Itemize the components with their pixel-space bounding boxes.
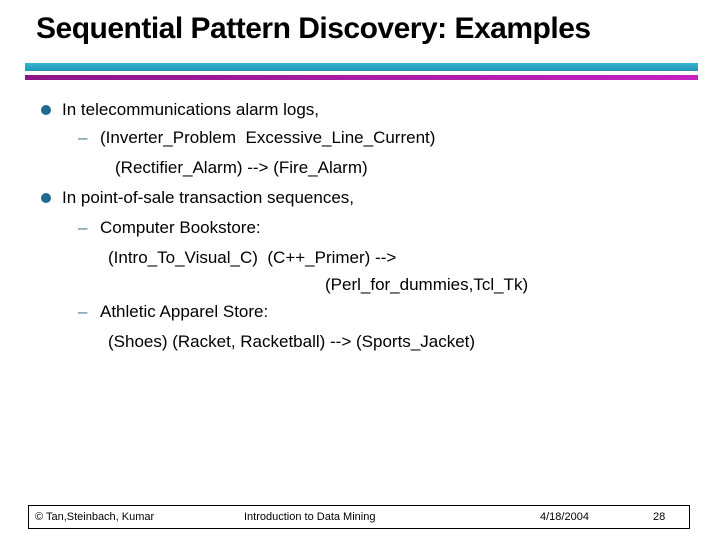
- footer-copyright: © Tan,Steinbach, Kumar: [35, 511, 155, 523]
- dash-bullet-icon: –: [78, 218, 88, 237]
- footer-book-title: Introduction to Data Mining: [244, 511, 376, 523]
- divider-line-purple: [25, 75, 698, 80]
- sub-item-continuation: (Shoes) (Racket, Racketball) --> (Sports…: [108, 332, 476, 351]
- dash-bullet-icon: –: [78, 128, 88, 147]
- dash-bullet-icon: –: [78, 302, 88, 321]
- divider-line-cyan: [25, 63, 698, 71]
- sub-item-continuation: (Perl_for_dummies,Tcl_Tk): [325, 275, 529, 294]
- bullet-text: In telecommunications alarm logs,: [62, 100, 320, 119]
- footer-page-number: 28: [653, 511, 666, 523]
- footer-bar: © Tan,Steinbach, Kumar Introduction to D…: [28, 505, 690, 529]
- slide-title: Sequential Pattern Discovery: Examples: [36, 12, 591, 45]
- bullet-icon: [41, 193, 51, 203]
- bullet-text: In point-of-sale transaction sequences,: [62, 188, 355, 207]
- sub-item-text: Athletic Apparel Store:: [100, 302, 269, 321]
- bullet-icon: [41, 105, 51, 115]
- sub-item-text: (Inverter_Problem Excessive_Line_Current…: [100, 128, 436, 147]
- sub-item-continuation: (Intro_To_Visual_C) (C++_Primer) -->: [108, 248, 397, 267]
- footer-date: 4/18/2004: [540, 511, 589, 523]
- sub-item-text: Computer Bookstore:: [100, 218, 261, 237]
- sub-item-continuation: (Rectifier_Alarm) --> (Fire_Alarm): [115, 158, 368, 177]
